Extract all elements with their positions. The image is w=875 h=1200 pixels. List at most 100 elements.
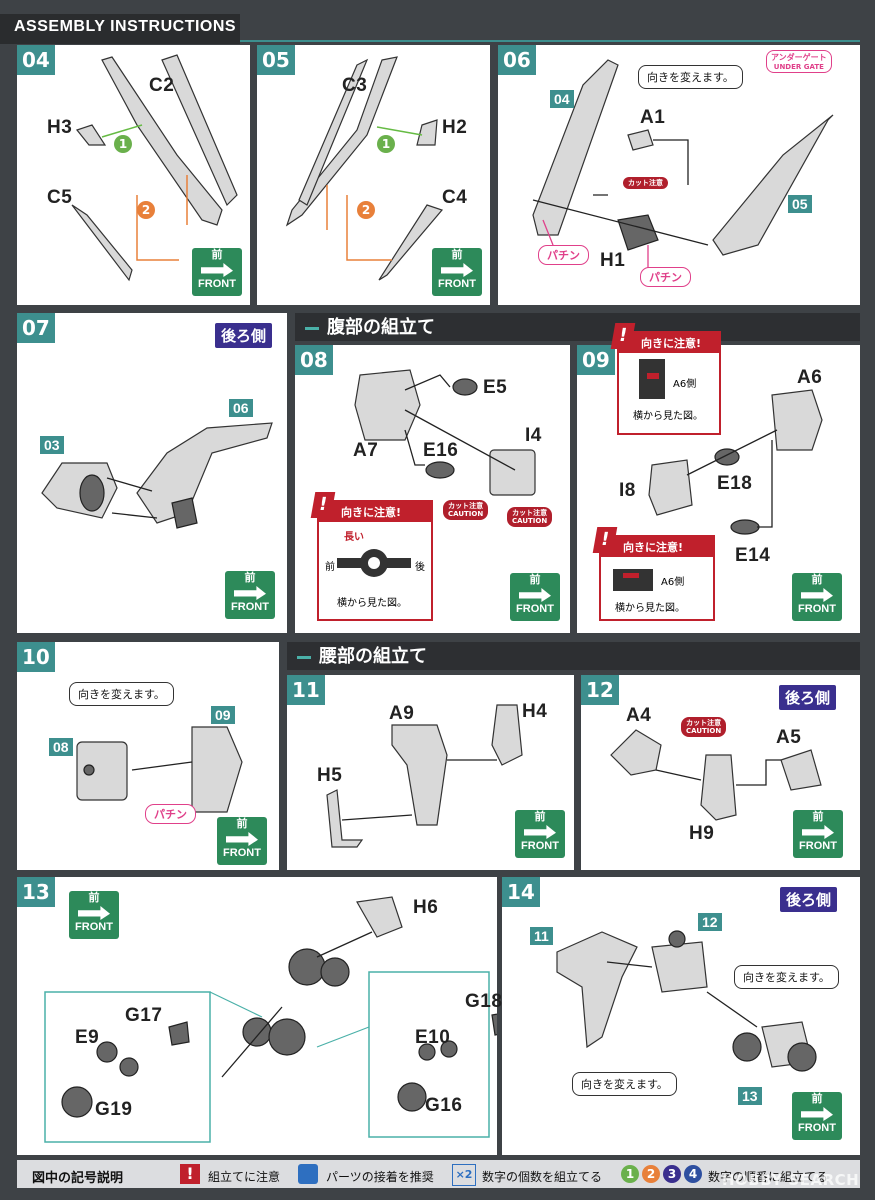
part-label: I8 [619, 480, 636, 501]
watermark: HOBBY SEARCH [722, 1171, 860, 1189]
order-number-icon: 2 [642, 1165, 660, 1183]
step-07-diagram [41, 422, 273, 529]
section-bar-waist: 腹部の組立て [295, 313, 860, 341]
front-label: 前 [325, 562, 335, 573]
part-label: E10 [415, 1027, 451, 1048]
step-circle-2: 2 [137, 201, 155, 219]
glue-drop-icon [298, 1164, 318, 1184]
back-label: 後 [415, 562, 425, 573]
step-11-diagram [326, 704, 523, 848]
legend-item-count: 数字の個数を組立てる [482, 1170, 603, 1184]
ref-11: 11 [530, 927, 553, 945]
part-label: G19 [95, 1099, 133, 1120]
part-label: G16 [425, 1095, 463, 1116]
part-label: A6 [797, 367, 823, 388]
part-label: C3 [342, 75, 368, 96]
step-09-diagram [648, 389, 823, 535]
step-number: 13 [17, 877, 55, 907]
step-12-diagram [610, 729, 822, 821]
step-13-diagram [44, 896, 497, 1143]
turn-bubble: 向きを変えます。 [69, 682, 174, 706]
a6-side-label: A6側 [673, 379, 697, 390]
header-bar [0, 14, 240, 44]
part-label: A4 [626, 705, 652, 726]
ref-03: 03 [40, 436, 64, 454]
step-09-panel: 09 A6 I8 E18 E14 ! 向きに注意! A6側 横から見た図。 ! … [577, 323, 860, 633]
part-label: A7 [353, 440, 379, 461]
part-label: A1 [640, 107, 666, 128]
step-number: 12 [581, 675, 619, 705]
part-label: C4 [442, 187, 468, 208]
step-06-diagram [532, 59, 834, 270]
multiply-icon: ×2 [452, 1164, 476, 1186]
side-view-label: 横から見た図。 [615, 603, 685, 614]
step-number: 09 [577, 345, 615, 375]
step-06-panel: 06 04 05 A1 H1 向きを変えます。 アンダーゲート UNDER GA… [498, 45, 860, 305]
part-label: H2 [442, 117, 468, 138]
part-label: C2 [149, 75, 175, 96]
side-view-label: 横から見た図。 [633, 411, 703, 422]
step-14-diagram [556, 930, 817, 1072]
step-05-diagram [285, 56, 444, 281]
turn-bubble: 向きを変えます。 [734, 965, 839, 989]
step-10-diagram [76, 726, 243, 813]
legend-bar [17, 1160, 860, 1188]
part-label: A9 [389, 703, 415, 724]
order-number-icon: 4 [684, 1165, 702, 1183]
step-number: 10 [17, 642, 55, 672]
part-label: G17 [125, 1005, 163, 1026]
step-number: 08 [295, 345, 333, 375]
ref-13: 13 [738, 1087, 762, 1105]
ref-09: 09 [211, 706, 235, 724]
part-label: E5 [483, 377, 508, 398]
step-08-diagram [354, 369, 536, 496]
ref-12: 12 [698, 913, 722, 931]
orientation-caution: ! 向きに注意! A6側 横から見た図。 [610, 323, 721, 435]
back-side-badge: 後ろ側 [779, 685, 837, 710]
part-label: H1 [600, 250, 626, 271]
step-number: 05 [257, 45, 295, 75]
cut-caution: カット注意 [623, 177, 668, 189]
step-number: 07 [17, 313, 55, 343]
turn-bubble: 向きを変えます。 [638, 65, 743, 89]
step-number: 11 [287, 675, 325, 705]
side-view-label: 横から見た図。 [337, 598, 407, 609]
part-label: H3 [47, 117, 73, 138]
back-side-badge: 後ろ側 [215, 323, 273, 348]
long-label: 長い [344, 532, 364, 543]
ref-05: 05 [788, 195, 812, 213]
ref-08: 08 [49, 738, 73, 756]
legend-item-caution: 組立てに注意 [208, 1170, 281, 1184]
part-label: A5 [776, 727, 802, 748]
legend-item-glue: パーツの接着を推奨 [326, 1170, 434, 1184]
part-label: H6 [413, 897, 439, 918]
ref-04: 04 [550, 90, 574, 108]
order-number-icon: 3 [663, 1165, 681, 1183]
part-label: E9 [75, 1027, 100, 1048]
pachin-label: パチン [538, 245, 589, 265]
section-bar-waist-2: 腰部の組立て [287, 642, 860, 670]
header-rule [240, 40, 860, 42]
step-number: 06 [498, 45, 536, 75]
orientation-caution: ! 向きに注意! 長い 前 後 横から見た図。 [310, 492, 433, 621]
caution-symbol-icon: ! [180, 1164, 200, 1184]
pachin-label: パチン [145, 804, 196, 824]
order-number-icon: 1 [621, 1165, 639, 1183]
section-title: 腰部の組立て [319, 646, 427, 667]
pachin-label: パチン [640, 267, 691, 287]
turn-bubble: 向きを変えます。 [572, 1072, 677, 1096]
part-label: E14 [735, 545, 771, 566]
step-number: 14 [502, 877, 540, 907]
